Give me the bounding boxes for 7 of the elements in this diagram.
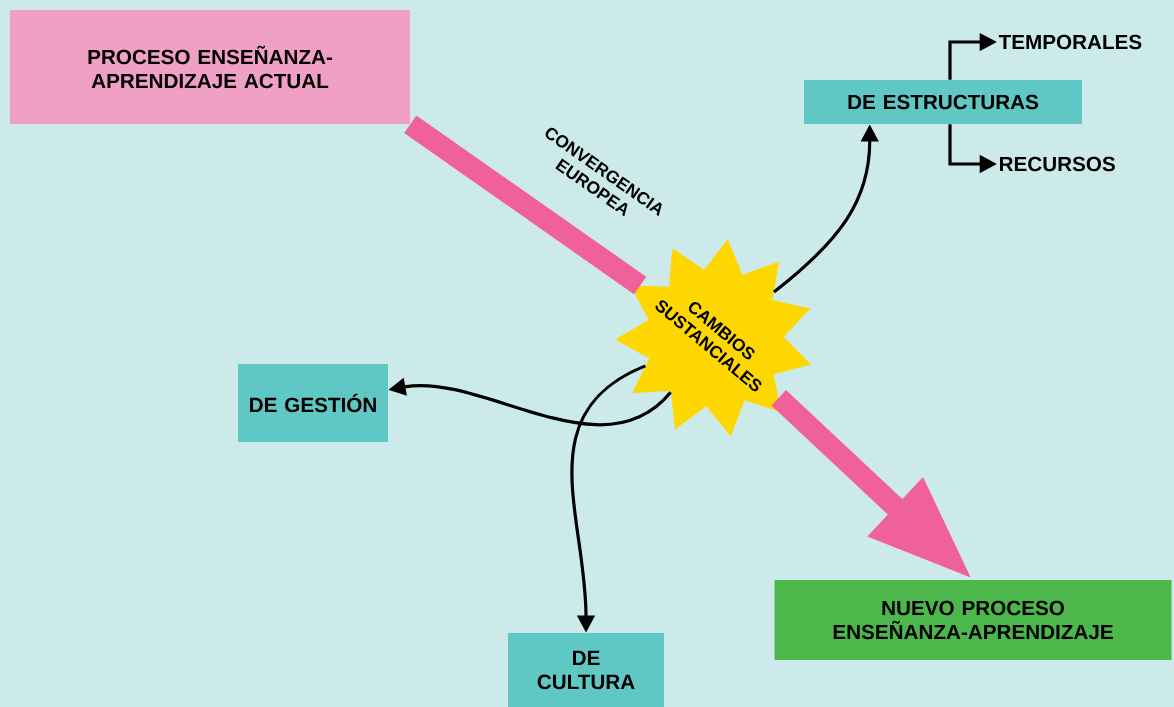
process-box: PROCESO ENSEÑANZA-APRENDIZAJE ACTUAL	[10, 10, 410, 124]
process-box: NUEVO PROCESO ENSEÑANZA-APRENDIZAJE	[774, 580, 1172, 660]
category-box: DE CULTURA	[508, 633, 664, 707]
branch-label: RECURSOS	[1000, 156, 1115, 172]
branch-label: TEMPORALES	[998, 34, 1142, 50]
category-box: DE GESTIÓN	[238, 364, 388, 442]
category-box: DE ESTRUCTURAS	[804, 80, 1082, 124]
